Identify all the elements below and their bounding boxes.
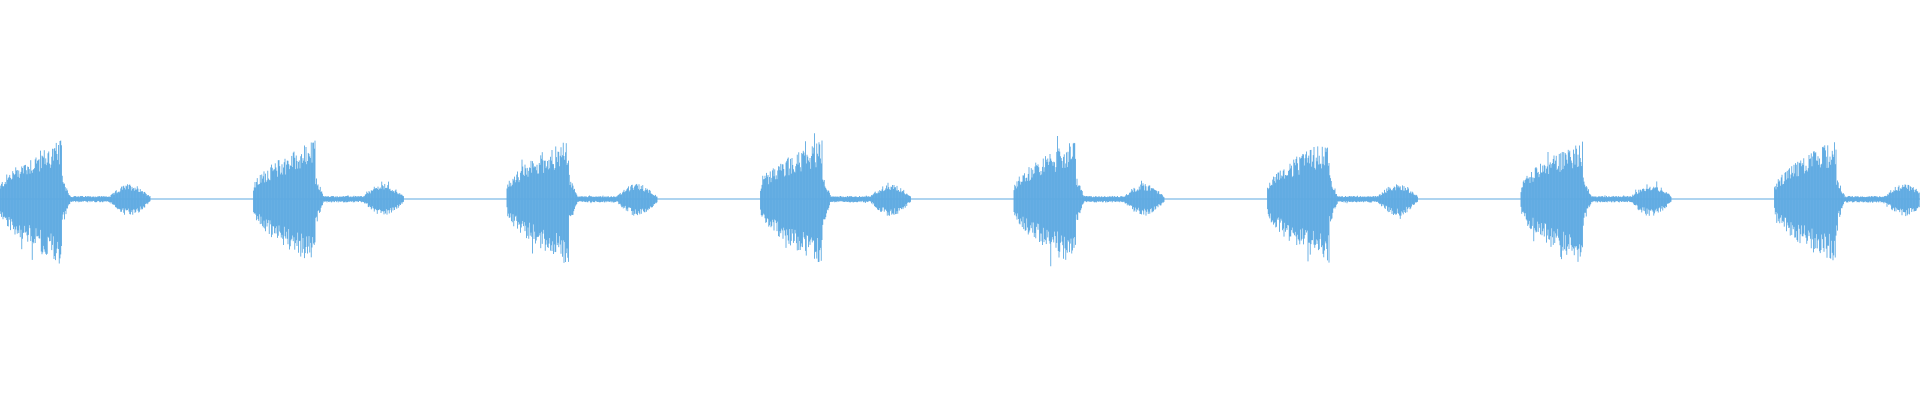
waveform-strokes xyxy=(0,133,1920,267)
